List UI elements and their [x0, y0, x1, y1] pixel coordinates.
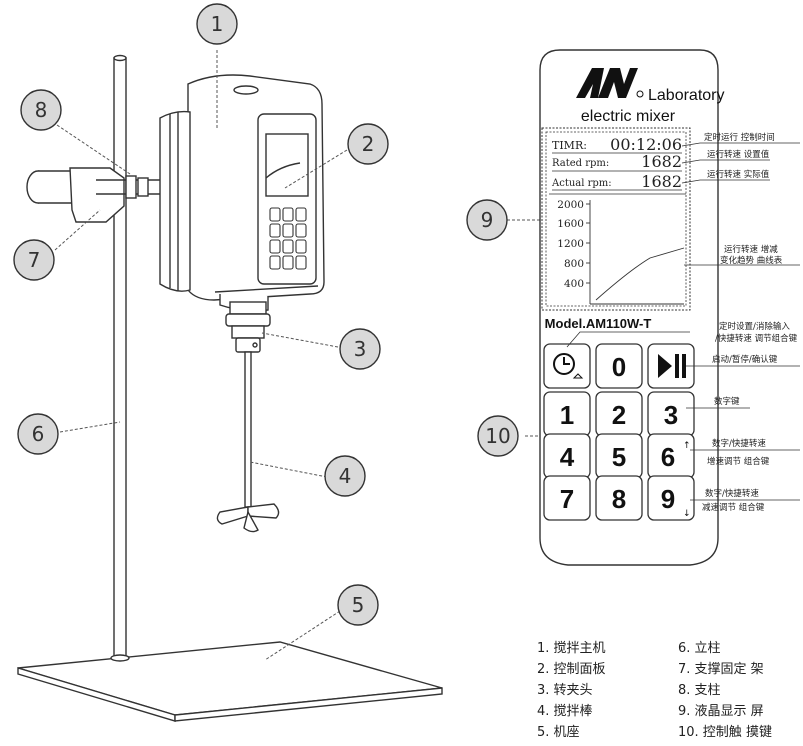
key-0-label: 0	[612, 352, 626, 382]
note-timer-key-1: 定时设置/消除输入	[719, 321, 790, 332]
key-2-label: 2	[612, 400, 626, 430]
key-5-label: 5	[612, 442, 626, 472]
note-key9-1: 数字/快捷转速	[705, 488, 759, 499]
lcd-tick: 2000	[557, 199, 584, 211]
legend-item: 6. 立柱	[678, 641, 721, 656]
legend-item: 5. 机座	[537, 725, 580, 740]
lcd-timer-value: 00:12:06	[610, 135, 682, 154]
callout-4: 4	[339, 464, 352, 488]
key-1-label: 1	[560, 400, 574, 430]
play-pause-icon	[658, 354, 686, 378]
keypad	[543, 343, 695, 521]
callout-3: 3	[354, 337, 367, 361]
parts-legend: 1. 搅拌主机 2. 控制面板 3. 转夹头 4. 搅拌棒 5. 机座 6. 立…	[537, 640, 772, 740]
note-chart-2: 变化趋势 曲线表	[720, 255, 783, 266]
note-timer: 定时运行 控制时间	[704, 132, 775, 143]
up-arrow-icon: ↑	[683, 441, 691, 451]
mini-keypad	[269, 207, 307, 270]
callout-9: 9	[481, 208, 494, 232]
callout-numbers: 1 2 3 4 5 6 7 8 9 10	[28, 12, 511, 617]
an-logo	[576, 68, 644, 98]
lcd-rated-label: Rated rpm:	[552, 158, 609, 169]
lcd-tick: 1600	[557, 218, 584, 230]
base-plate	[17, 641, 443, 722]
note-timer-key-2: /快捷转速 调节组合键	[715, 333, 798, 344]
lcd-actual-value: 1682	[641, 172, 682, 191]
legend-item: 1. 搅拌主机	[537, 640, 606, 656]
lcd-tick: 1200	[557, 238, 584, 250]
key-3-label: 3	[664, 400, 678, 430]
brand-text: Laboratory	[648, 87, 725, 104]
clock-icon	[553, 353, 584, 379]
down-arrow-icon: ↓	[683, 509, 691, 519]
legend-item: 7. 支撑固定 架	[678, 662, 764, 677]
note-key6-2: 增速调节 组合键	[707, 456, 770, 467]
annotation-leaders	[566, 142, 800, 501]
legend-item: 10. 控制触 摸键	[678, 725, 772, 740]
lcd-trend-chart	[586, 200, 685, 305]
leader-lines	[54, 50, 542, 661]
key-8-label: 8	[612, 484, 626, 514]
note-numeric-key: 数字键	[714, 396, 740, 407]
control-panel: Laboratory electric mixer TIMR: 00:12:06…	[539, 49, 725, 566]
lcd-actual-label: Actual rpm:	[551, 178, 612, 189]
legend-item: 3. 转夹头	[537, 683, 593, 698]
lcd-timer-label: TIMR:	[552, 139, 587, 152]
clamp-bracket	[26, 167, 165, 223]
lcd-tick: 800	[564, 258, 584, 270]
key-6-label: 6	[661, 442, 675, 472]
timer-key[interactable]	[543, 343, 591, 389]
chuck-head	[225, 301, 271, 353]
model-text: Model.AM110W-T	[545, 316, 652, 331]
stirring-rod	[216, 351, 280, 533]
key-0[interactable]	[595, 343, 643, 389]
legend-item: 9. 液晶显示 屏	[678, 704, 764, 719]
note-key6-1: 数字/快捷转速	[712, 438, 766, 449]
key-8[interactable]	[595, 475, 643, 521]
lcd-screen	[541, 127, 691, 311]
note-key9-2: 减速调节 组合键	[702, 502, 765, 513]
legend-item: 4. 搅拌棒	[537, 703, 593, 719]
key-9[interactable]	[647, 475, 695, 521]
callout-circles	[13, 3, 519, 626]
annotations: 定时运行 控制时间 运行转速 设置值 运行转速 实际值 运行转速 增减 变化趋势…	[702, 132, 798, 513]
callout-6: 6	[32, 422, 45, 446]
callout-2: 2	[362, 132, 375, 156]
note-rated: 运行转速 设置值	[707, 149, 770, 160]
note-start-key: 启动/暂停/确认键	[712, 354, 778, 365]
note-chart-1: 运行转速 增减	[724, 244, 778, 255]
key-7[interactable]	[543, 475, 591, 521]
callout-5: 5	[352, 593, 365, 617]
callout-10: 10	[485, 424, 510, 448]
note-actual: 运行转速 实际值	[707, 169, 770, 180]
mixer-body	[159, 74, 325, 312]
key-4-label: 4	[560, 442, 575, 472]
legend-item: 8. 支柱	[678, 683, 721, 698]
product-text: electric mixer	[581, 108, 676, 125]
key-9-label: 9	[661, 484, 675, 514]
callout-7: 7	[28, 248, 41, 272]
legend-item: 2. 控制面板	[537, 662, 606, 677]
lcd-rated-value: 1682	[641, 152, 682, 171]
callout-8: 8	[35, 98, 48, 122]
support-pole	[110, 54, 130, 662]
callout-1: 1	[211, 12, 224, 36]
lcd-tick: 400	[564, 278, 584, 290]
key-7-label: 7	[560, 484, 574, 514]
